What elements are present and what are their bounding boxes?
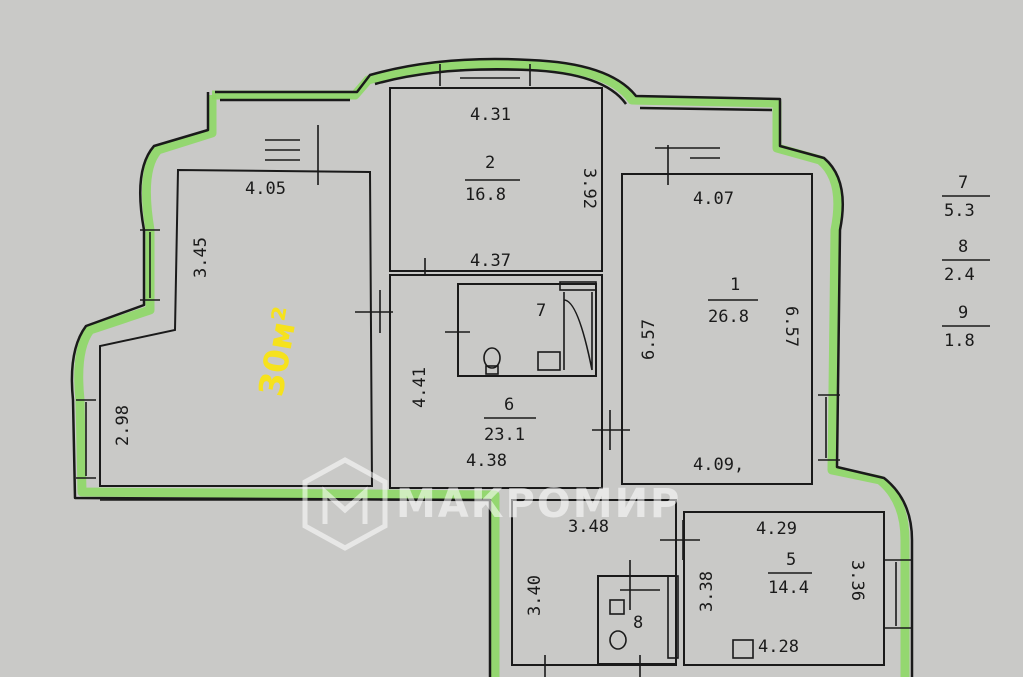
- bathroom-fixtures: [483, 281, 754, 659]
- watermark-logo-icon: [302, 457, 388, 551]
- handwritten-area-note: 30м²: [251, 304, 306, 400]
- fraction-lines: [465, 179, 990, 574]
- room-5-area: 14.4: [768, 578, 809, 598]
- watermark-text: МАКРОМИР: [396, 481, 681, 527]
- legend-8-area: 2.4: [944, 265, 975, 285]
- legend-7-id: 7: [958, 173, 968, 193]
- legend-9-area: 1.8: [944, 331, 975, 351]
- bathtub-icon: [563, 292, 593, 371]
- bathtub-rail-icon: [559, 281, 597, 291]
- radiator-icon: [667, 575, 679, 659]
- legend-9-id: 9: [958, 303, 968, 323]
- dim-hall-left: 3.40: [525, 575, 545, 616]
- dim-r6-bottom: 4.38: [466, 451, 507, 471]
- window-marks: [76, 64, 912, 677]
- dim-left-side-upper: 3.45: [191, 237, 211, 278]
- dim-r6-left: 4.41: [410, 367, 430, 408]
- room-2-area: 16.8: [465, 185, 506, 205]
- toilet-icon-2: [609, 630, 627, 650]
- room-7-number: 7: [536, 301, 546, 321]
- dim-hall-top: 3.48: [568, 517, 609, 537]
- toilet-icon: [483, 347, 501, 369]
- room-8-number: 8: [633, 613, 643, 633]
- dim-left-side-lower: 2.98: [113, 405, 133, 446]
- dim-r1-left: 6.57: [639, 319, 659, 360]
- interior-walls: [99, 87, 885, 666]
- legend-8-id: 8: [958, 237, 968, 257]
- dim-r2-top: 4.31: [470, 105, 511, 125]
- legend-7-area: 5.3: [944, 201, 975, 221]
- outer-walls: [70, 57, 914, 677]
- heater-icon: [732, 639, 754, 659]
- sink-icon: [537, 351, 561, 371]
- dim-r5-right: 3.36: [847, 560, 867, 601]
- watermark: МАКРОМИР: [302, 457, 681, 551]
- dim-left-top: 4.05: [245, 179, 286, 199]
- room-2-number: 2: [485, 153, 495, 173]
- dim-r2-right: 3.92: [579, 168, 599, 209]
- dim-r1-top: 4.07: [693, 189, 734, 209]
- exterior-wall-highlight: [74, 59, 910, 677]
- room-5-number: 5: [786, 550, 796, 570]
- dim-r5-top: 4.29: [756, 519, 797, 539]
- room-1-area: 26.8: [708, 307, 749, 327]
- room-6-area: 23.1: [484, 425, 525, 445]
- dim-r1-bottom: 4.09,: [693, 455, 744, 475]
- dim-r1-right: 6.57: [781, 306, 801, 347]
- dim-r5-bottom: 4.28: [758, 637, 799, 657]
- room-1-number: 1: [730, 275, 740, 295]
- dim-r2-bottom: 4.37: [470, 251, 511, 271]
- dim-hall-right: 3.38: [697, 571, 717, 612]
- room-6-number: 6: [504, 395, 514, 415]
